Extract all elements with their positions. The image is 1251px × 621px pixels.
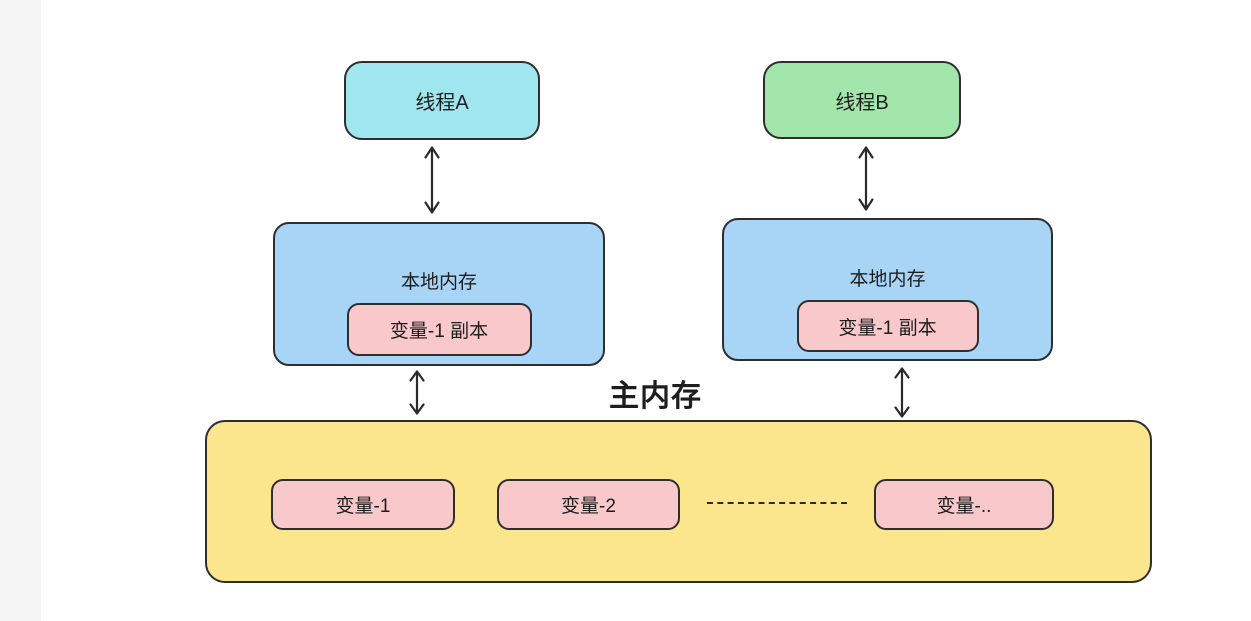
variable-2-label: 变量-2 bbox=[561, 496, 616, 517]
variable-n-label: 变量-.. bbox=[936, 496, 992, 517]
node-variable-copy-a[interactable]: 变量-1 副本 bbox=[346, 303, 532, 356]
main-memory-title: 主内存 bbox=[609, 380, 702, 413]
thread-b-label: 线程B bbox=[835, 91, 889, 114]
local-memory-a-title: 本地内存 bbox=[400, 272, 477, 293]
node-thread-a[interactable]: 线程A bbox=[344, 61, 540, 140]
node-variable-n[interactable]: 变量-.. bbox=[874, 479, 1054, 530]
variable-copy-b-label: 变量-1 副本 bbox=[838, 317, 937, 339]
node-variable-2[interactable]: 变量-2 bbox=[497, 479, 680, 530]
node-variable-copy-b[interactable]: 变量-1 副本 bbox=[796, 300, 979, 352]
bidirectional-arrow-thread-a bbox=[424, 146, 440, 214]
node-main-memory[interactable]: 变量-1 变量-2 变量-.. bbox=[205, 420, 1152, 583]
ellipsis-dashed-line bbox=[707, 502, 847, 504]
node-variable-1[interactable]: 变量-1 bbox=[271, 479, 455, 530]
bidirectional-arrow-local-a-main bbox=[409, 370, 425, 415]
thread-a-label: 线程A bbox=[415, 92, 469, 114]
local-memory-b-title: 本地内存 bbox=[849, 269, 926, 290]
variable-copy-a-label: 变量-1 副本 bbox=[389, 321, 489, 342]
variable-1-label: 变量-1 bbox=[335, 496, 391, 517]
bidirectional-arrow-local-b-main bbox=[894, 367, 910, 418]
node-thread-b[interactable]: 线程B bbox=[763, 61, 961, 139]
node-local-memory-b[interactable]: 本地内存 变量-1 副本 bbox=[722, 218, 1053, 361]
bidirectional-arrow-thread-b bbox=[858, 146, 874, 211]
left-gutter bbox=[0, 0, 41, 621]
node-local-memory-a[interactable]: 本地内存 变量-1 副本 bbox=[273, 222, 605, 366]
